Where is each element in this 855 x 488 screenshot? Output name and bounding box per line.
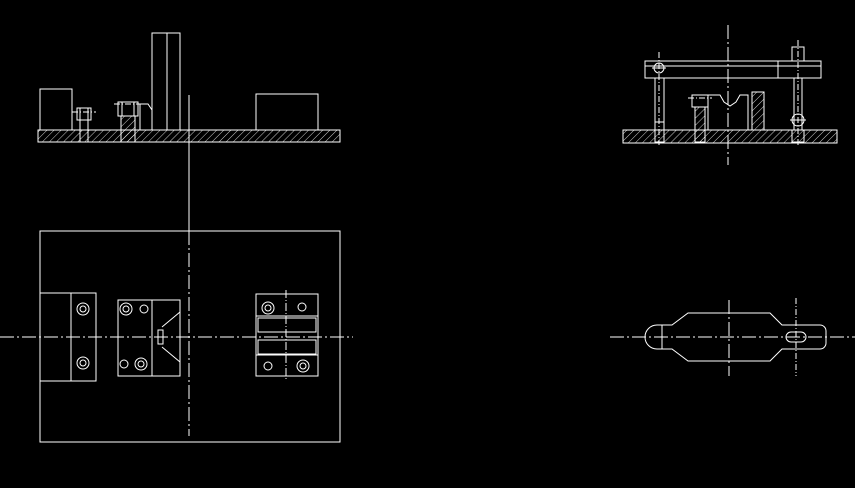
vertical-post bbox=[151, 32, 181, 131]
top-bar bbox=[644, 60, 822, 79]
bolt-hole bbox=[296, 359, 310, 373]
bolt-hole bbox=[119, 359, 129, 369]
stop-block bbox=[751, 91, 765, 131]
clamp-block-right bbox=[255, 290, 319, 380]
bolt-hole bbox=[297, 302, 307, 312]
workpiece-plan bbox=[610, 298, 855, 376]
bolt-hole bbox=[119, 302, 133, 316]
workpiece-outline bbox=[644, 312, 827, 362]
vee-block bbox=[117, 299, 181, 377]
bolt-hole bbox=[263, 361, 273, 371]
column-right bbox=[790, 40, 806, 146]
bolt-hole bbox=[76, 356, 90, 370]
bolt-hole bbox=[134, 357, 148, 371]
left-block bbox=[39, 88, 73, 131]
right-block bbox=[255, 93, 319, 131]
vee-block-profile bbox=[707, 94, 749, 131]
front-right-elevation bbox=[622, 25, 838, 165]
front-left-elevation bbox=[37, 32, 341, 236]
clamp-block-left bbox=[39, 292, 97, 382]
bolt-hole bbox=[76, 302, 90, 316]
post-bracket bbox=[139, 103, 153, 131]
bolt-left bbox=[72, 107, 96, 143]
bolt-hole bbox=[261, 301, 275, 315]
column-left bbox=[652, 52, 666, 145]
bolt-hole bbox=[139, 304, 149, 314]
bolt-middle bbox=[114, 101, 142, 143]
plan-left-view bbox=[0, 230, 353, 443]
slot bbox=[785, 331, 807, 343]
